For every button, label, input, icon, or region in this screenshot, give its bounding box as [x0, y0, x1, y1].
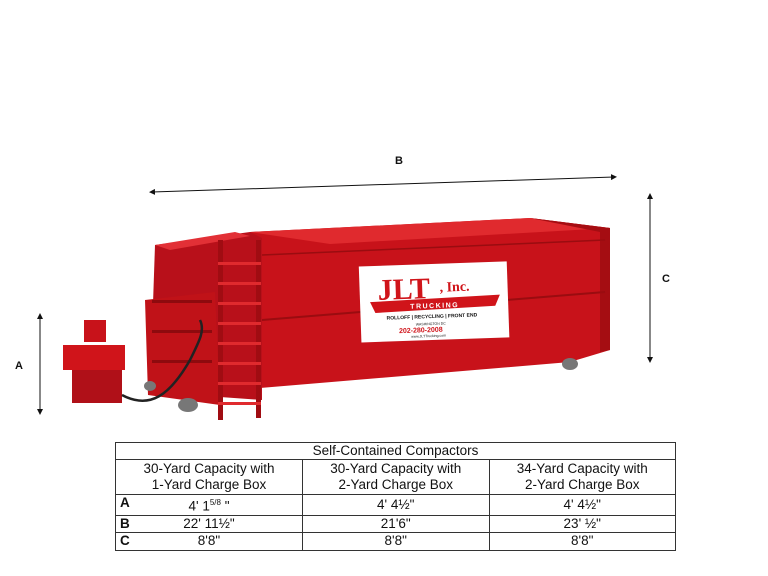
cell: C 8'8" [115, 532, 303, 551]
header-line: 30-Yard Capacity with [143, 461, 275, 476]
table-title: Self-Contained Compactors [115, 442, 676, 460]
cell: B 22' 11½" [115, 514, 303, 533]
jlt-logo-placard: JLT , Inc. TRUCKING ROLLOFF | RECYCLING … [358, 261, 510, 343]
cell-value: 8'8" [197, 533, 221, 549]
cell-value: 22' 11½" [183, 515, 235, 531]
row-label: A [120, 495, 130, 510]
header-line: 1-Yard Charge Box [151, 477, 267, 492]
cell: 21'6" [302, 514, 490, 533]
svg-text:WASHINGTON DC: WASHINGTON DC [416, 322, 447, 327]
header-line: 2-Yard Charge Box [338, 477, 454, 492]
svg-text:202-280-2008: 202-280-2008 [399, 327, 443, 336]
cell: 23' ½" [488, 514, 676, 533]
dimension-a-label: A [15, 360, 23, 372]
svg-text:ROLLOFF | RECYCLING | FRONT EN: ROLLOFF | RECYCLING | FRONT END [387, 312, 478, 321]
cell: 4' 4½" [302, 494, 490, 516]
cell: A 4' 15/8 " [115, 494, 303, 516]
table-row: B 22' 11½" 21'6" 23' ½" [115, 514, 676, 533]
cell-value-tail: " [220, 498, 230, 514]
compactor-illustration: JLT , Inc. TRUCKING ROLLOFF | RECYCLING … [37, 174, 653, 420]
dimension-b-line [149, 174, 617, 195]
header-line: 30-Yard Capacity with [330, 461, 462, 476]
table-row: C 8'8" 8'8" 8'8" [115, 532, 676, 551]
cell: 8'8" [302, 532, 490, 551]
cell: 4' 4½" [488, 494, 676, 516]
cell-fraction: 5/8 [209, 498, 221, 507]
row-label: B [120, 515, 130, 531]
dimension-b-label: B [395, 155, 403, 167]
compactor-body [63, 218, 610, 420]
header-line: 34-Yard Capacity with [516, 461, 648, 476]
cell-value: 4' 1 [188, 498, 210, 514]
dimensions-table: Self-Contained Compactors 30-Yard Capaci… [115, 442, 676, 551]
row-label: C [120, 533, 130, 549]
svg-text:www.JLTTrucking.com: www.JLTTrucking.com [411, 334, 446, 339]
table-row: A 4' 15/8 " 4' 4½" 4' 4½" [115, 494, 676, 516]
dimension-c-label: C [662, 273, 670, 285]
header-line: 2-Yard Charge Box [524, 477, 640, 492]
cell: 8'8" [488, 532, 676, 551]
svg-text:TRUCKING: TRUCKING [410, 302, 459, 311]
svg-text:, Inc.: , Inc. [439, 280, 469, 296]
